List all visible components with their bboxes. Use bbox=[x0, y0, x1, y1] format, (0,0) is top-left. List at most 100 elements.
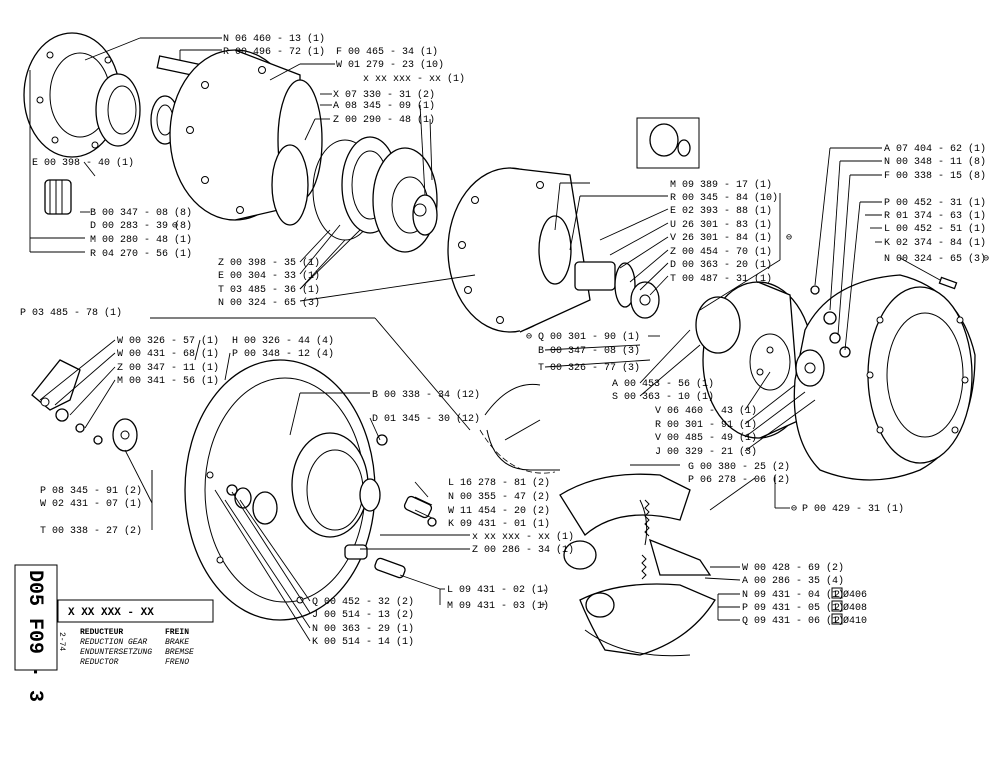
label-n0032465b: N 00 324 - 65 (3) bbox=[884, 253, 986, 265]
label-k0051414: K 00 514 - 14 (1) bbox=[312, 636, 414, 648]
label-l1627881: L 16 278 - 81 (2) bbox=[448, 477, 550, 489]
label-l0943102: L 09 431 - 02 (1) bbox=[447, 584, 549, 596]
inset-detail-box bbox=[636, 117, 700, 169]
label-j0032921: J 00 329 - 21 (3) bbox=[655, 446, 757, 458]
label-z0029048: Z 00 290 - 48 (1) bbox=[333, 114, 435, 126]
label-w0243107: W 02 431 - 07 (1) bbox=[40, 498, 142, 510]
label-a0740462: A 07 404 - 62 (1) bbox=[884, 143, 986, 155]
reduction-housing bbox=[169, 49, 323, 221]
label-arrow-right: → bbox=[540, 585, 546, 596]
label-dia410: Ø410 bbox=[843, 615, 867, 627]
label-k0943101: K 09 431 - 01 (1) bbox=[448, 518, 550, 530]
label-q0045232: Q 00 452 - 32 (2) bbox=[312, 596, 414, 608]
label-w0042869: W 00 428 - 69 (2) bbox=[742, 562, 844, 574]
label-minus-5: ⊖ bbox=[791, 504, 797, 515]
label-minus-4: ⊖ bbox=[526, 332, 532, 343]
label-b0034708b: B 00 347 - 08 (3) bbox=[538, 345, 640, 357]
ring-gear-set bbox=[271, 136, 438, 253]
hub-flange-small bbox=[695, 296, 825, 387]
label-b0033834: B 00 338 - 34 (12) bbox=[372, 389, 480, 401]
title-row3-left: ENDUNTERSETZUNG bbox=[80, 648, 152, 657]
label-p0348578: P 03 485 - 78 (1) bbox=[20, 307, 122, 319]
label-j0051413: J 00 514 - 13 (2) bbox=[312, 609, 414, 621]
label-a0834509: A 08 345 - 09 (1) bbox=[333, 100, 435, 112]
spindle-assembly bbox=[538, 215, 660, 319]
title-row2-left: REDUCTION GEAR bbox=[80, 638, 147, 647]
leader-lines bbox=[29, 37, 941, 642]
label-t0033827: T 00 338 - 27 (2) bbox=[40, 525, 142, 537]
label-p0045231a: P 00 452 - 31 (1) bbox=[884, 197, 986, 209]
title-part-number: X XX XXX - XX bbox=[68, 607, 154, 619]
label-e0039840: E 00 398 - 40 (1) bbox=[32, 157, 134, 169]
label-b0034708a: B 00 347 - 08 (8) bbox=[90, 207, 192, 219]
wheel-cylinder bbox=[226, 432, 381, 538]
label-t0048731: T 00 487 - 31 (1) bbox=[670, 273, 772, 285]
label-code2-b: 2 bbox=[834, 603, 840, 614]
label-e0239388: E 02 393 - 88 (1) bbox=[670, 205, 772, 217]
label-dia406: Ø406 bbox=[843, 589, 867, 601]
drawing-code: D05 F09 · 3 bbox=[23, 570, 46, 702]
label-r0049672: R 00 496 - 72 (1) bbox=[223, 46, 325, 58]
label-h0032644: H 00 326 - 44 (4) bbox=[232, 335, 334, 347]
label-p0042931: P 00 429 - 31 (1) bbox=[802, 503, 904, 515]
label-t0348536: T 03 485 - 36 (1) bbox=[218, 284, 320, 296]
label-n0943104: N 09 431 - 04 (1) bbox=[742, 589, 844, 601]
label-v0048549: V 00 485 - 49 (1) bbox=[655, 432, 757, 444]
label-t0032677: T 00 326 - 77 (3) bbox=[538, 362, 640, 374]
label-xxx-mid: x xx xxx - xx (1) bbox=[472, 531, 574, 543]
label-q0943106: Q 09 431 - 06 (1) bbox=[742, 615, 844, 627]
label-p0834591: P 08 345 - 91 (2) bbox=[40, 485, 142, 497]
label-g0038025: G 00 380 - 25 (2) bbox=[688, 461, 790, 473]
brake-shoe-outline bbox=[479, 383, 560, 474]
label-r0034584: R 00 345 - 84 (10) bbox=[670, 192, 778, 204]
label-a0028635: A 00 286 - 35 (4) bbox=[742, 575, 844, 587]
label-p0627806: P 06 278 - 06 (2) bbox=[688, 474, 790, 486]
label-w0032657: W 00 326 - 57 (1) bbox=[117, 335, 219, 347]
title-row2-right: BRAKE bbox=[165, 638, 189, 647]
brake-lever bbox=[31, 359, 138, 452]
label-f0046534: F 00 465 - 34 (1) bbox=[336, 46, 438, 58]
label-x0733031: X 07 330 - 31 (2) bbox=[333, 89, 435, 101]
title-row1-left: REDUCTEUR bbox=[80, 628, 123, 637]
brake-shoe-upper bbox=[559, 473, 712, 576]
label-n0646013: N 06 460 - 13 (1) bbox=[223, 33, 325, 45]
brake-drum bbox=[793, 274, 976, 481]
label-a0045356: A 00 453 - 56 (1) bbox=[612, 378, 714, 390]
label-code2-a: 2 bbox=[834, 590, 840, 601]
label-n0036329: N 00 363 - 29 (1) bbox=[312, 623, 414, 635]
label-arrow-plus: + bbox=[540, 601, 546, 612]
label-z0034711: Z 00 347 - 11 (1) bbox=[117, 362, 219, 374]
label-code2-c: 2 bbox=[834, 616, 840, 627]
wheel-bolt-small bbox=[810, 276, 958, 358]
title-row1-right: FREIN bbox=[165, 628, 189, 637]
label-e0030433: E 00 304 - 33 (1) bbox=[218, 270, 320, 282]
label-u2630183: U 26 301 - 83 (1) bbox=[670, 219, 772, 231]
label-r0427056: R 04 270 - 56 (1) bbox=[90, 248, 192, 260]
brake-shoe-lower bbox=[579, 583, 716, 657]
label-d0134530: D 01 345 - 30 (12) bbox=[372, 413, 480, 425]
title-row4-left: REDUCTOR bbox=[80, 658, 119, 667]
part-labels: N 06 460 - 13 (1) R 00 496 - 72 (1) F 00… bbox=[20, 33, 989, 648]
label-d0036320: D 00 363 - 20 (1) bbox=[670, 259, 772, 271]
title-row4-right: FRENO bbox=[165, 658, 189, 667]
title-block: D05 F09 · 3 X XX XXX - XX 2-74 REDUCTEUR… bbox=[14, 564, 214, 702]
label-v2630184: V 26 301 - 84 (1) bbox=[670, 232, 772, 244]
label-minus-1: ⊖ bbox=[172, 221, 178, 232]
label-p0943105: P 09 431 - 05 (1) bbox=[742, 602, 844, 614]
bearing-rings bbox=[95, 73, 180, 147]
flange-plate bbox=[23, 32, 121, 158]
label-n0034811: N 00 348 - 11 (8) bbox=[884, 156, 986, 168]
label-n0035547: N 00 355 - 47 (2) bbox=[448, 491, 550, 503]
label-r0030191: R 00 301 - 91 (1) bbox=[655, 419, 757, 431]
label-w0043168: W 00 431 - 68 (1) bbox=[117, 348, 219, 360]
label-r0137463: R 01 374 - 63 (1) bbox=[884, 210, 986, 222]
label-v0646043: V 06 460 - 43 (1) bbox=[655, 405, 757, 417]
label-q0030190: Q 00 301 - 90 (1) bbox=[538, 331, 640, 343]
label-p0034812: P 00 348 - 12 (4) bbox=[232, 348, 334, 360]
pin-assembly bbox=[344, 434, 437, 579]
label-w1145420: W 11 454 - 20 (2) bbox=[448, 505, 550, 517]
label-z0028634: Z 00 286 - 34 (1) bbox=[472, 544, 574, 556]
label-minus-2: ⊖ bbox=[786, 233, 792, 244]
label-d0028339: D 00 283 - 39 (8) bbox=[90, 220, 192, 232]
